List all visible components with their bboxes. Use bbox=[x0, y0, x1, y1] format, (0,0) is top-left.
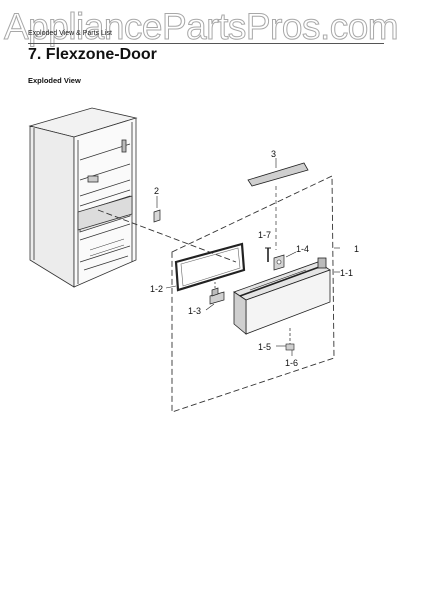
part-1-3-hinge bbox=[209, 282, 225, 305]
part-1-7-screw bbox=[265, 247, 271, 262]
part-1-5-pin bbox=[285, 328, 295, 351]
leader-line-1-2 bbox=[165, 285, 177, 289]
part-1-1-door-panel bbox=[233, 257, 331, 335]
label-part-1: 1 bbox=[354, 244, 359, 254]
label-part-1-2: 1-2 bbox=[150, 284, 163, 294]
label-part-1-3: 1-3 bbox=[188, 306, 201, 316]
refrigerator-cabinet bbox=[28, 107, 138, 288]
label-part-2: 2 bbox=[154, 186, 159, 196]
label-part-1-5: 1-5 bbox=[258, 342, 271, 352]
assembly-boundary bbox=[171, 175, 335, 413]
label-part-1-7: 1-7 bbox=[258, 230, 271, 240]
leader-line-1-4 bbox=[285, 251, 297, 258]
part-3-trim-strip bbox=[247, 158, 309, 187]
section-subtitle: Exploded View bbox=[28, 76, 81, 85]
part-1-2-gasket bbox=[174, 242, 246, 292]
leader-line-cabinet bbox=[97, 209, 237, 263]
label-part-1-1: 1-1 bbox=[340, 268, 353, 278]
label-part-1-4: 1-4 bbox=[296, 244, 309, 254]
label-part-3: 3 bbox=[271, 149, 276, 159]
page-title: 7. Flexzone-Door bbox=[28, 46, 157, 63]
part-1-4-bracket bbox=[273, 254, 285, 271]
part-2-clip bbox=[153, 196, 161, 223]
leader-line-1-3 bbox=[205, 303, 215, 311]
breadcrumb: Exploded View & Parts List bbox=[28, 30, 112, 37]
label-part-1-6: 1-6 bbox=[285, 358, 298, 368]
header-divider bbox=[28, 43, 384, 44]
